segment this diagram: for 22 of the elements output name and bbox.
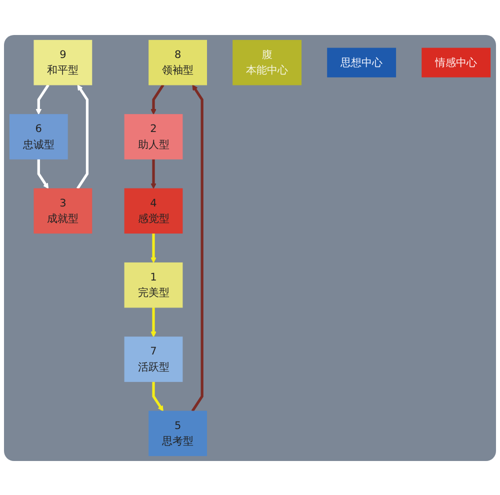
- arrow: [150, 306, 156, 337]
- arrow: [150, 232, 156, 263]
- node-box: [124, 188, 183, 234]
- arrow: [150, 84, 164, 114]
- node-box: [422, 47, 491, 77]
- node-box: [327, 47, 396, 77]
- arrow: [37, 158, 49, 188]
- diagram-background: 9 和平型 8 领袖型 1 完美型 7 活跃型 2 助人型 6 忠诚型 3 成就型 5 思考型 4 感觉型 腹 本能中心 思想中心 情感中心: [4, 34, 496, 460]
- node-box: [148, 39, 207, 85]
- node-box: [124, 114, 183, 159]
- node-box: [124, 262, 183, 308]
- arrow: [76, 84, 89, 189]
- node-box: [232, 39, 302, 85]
- node-box: [124, 336, 183, 382]
- node-box: [34, 39, 92, 85]
- arrow: [152, 381, 164, 411]
- arrow: [191, 84, 204, 412]
- arrow: [36, 84, 50, 114]
- node-box: [9, 114, 68, 159]
- node-box: [148, 410, 207, 456]
- arrow: [150, 158, 156, 188]
- node-box: [34, 188, 92, 234]
